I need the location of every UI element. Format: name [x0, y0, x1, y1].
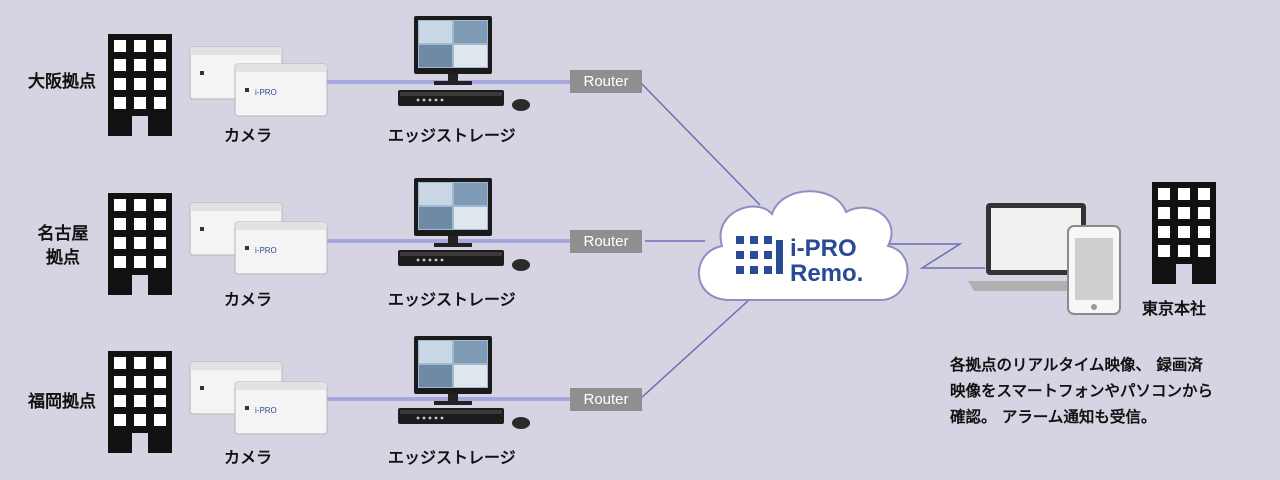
site-row-osaka — [108, 16, 570, 136]
link-osaka — [639, 81, 761, 206]
site-row-nagoya — [108, 178, 570, 295]
link-hq — [880, 243, 985, 269]
cloud-logo-mark — [736, 236, 783, 274]
camera-caption-osaka: カメラ — [224, 126, 273, 145]
cloud-service: i-PRO Remo. — [697, 190, 909, 301]
storage-caption-fukuoka: エッジストレージ — [388, 448, 516, 467]
storage-caption-osaka: エッジストレージ — [388, 126, 516, 145]
cloud-title-line1: i-PRO — [790, 235, 857, 262]
camera-caption-fukuoka: カメラ — [224, 448, 273, 467]
router-fukuoka: Router — [570, 388, 642, 411]
site-label-nagoya: 名古屋 拠点 — [37, 224, 89, 268]
storage-caption-nagoya: エッジストレージ — [388, 290, 516, 309]
site-label-osaka: 大阪拠点 — [28, 72, 96, 92]
hq-building-icon — [1152, 182, 1216, 284]
hq-label: 東京本社 — [1142, 299, 1207, 318]
site-label-fukuoka: 福岡拠点 — [28, 392, 96, 412]
camera-brand-nagoya: i-PRO — [255, 246, 277, 255]
camera-brand-fukuoka: i-PRO — [255, 406, 277, 415]
camera-caption-nagoya: カメラ — [224, 290, 273, 309]
cloud-title-line2: Remo. — [790, 260, 863, 287]
description-text: 各拠点のリアルタイム映像、 録画済 映像をスマートフォンやパソコンから 確認。 … — [950, 356, 1214, 426]
router-nagoya: Router — [570, 230, 642, 253]
site-row-fukuoka — [108, 336, 570, 453]
camera-brand-osaka: i-PRO — [255, 88, 277, 97]
link-fukuoka — [639, 289, 761, 400]
smartphone — [1067, 225, 1121, 315]
router-osaka: Router — [570, 70, 642, 93]
